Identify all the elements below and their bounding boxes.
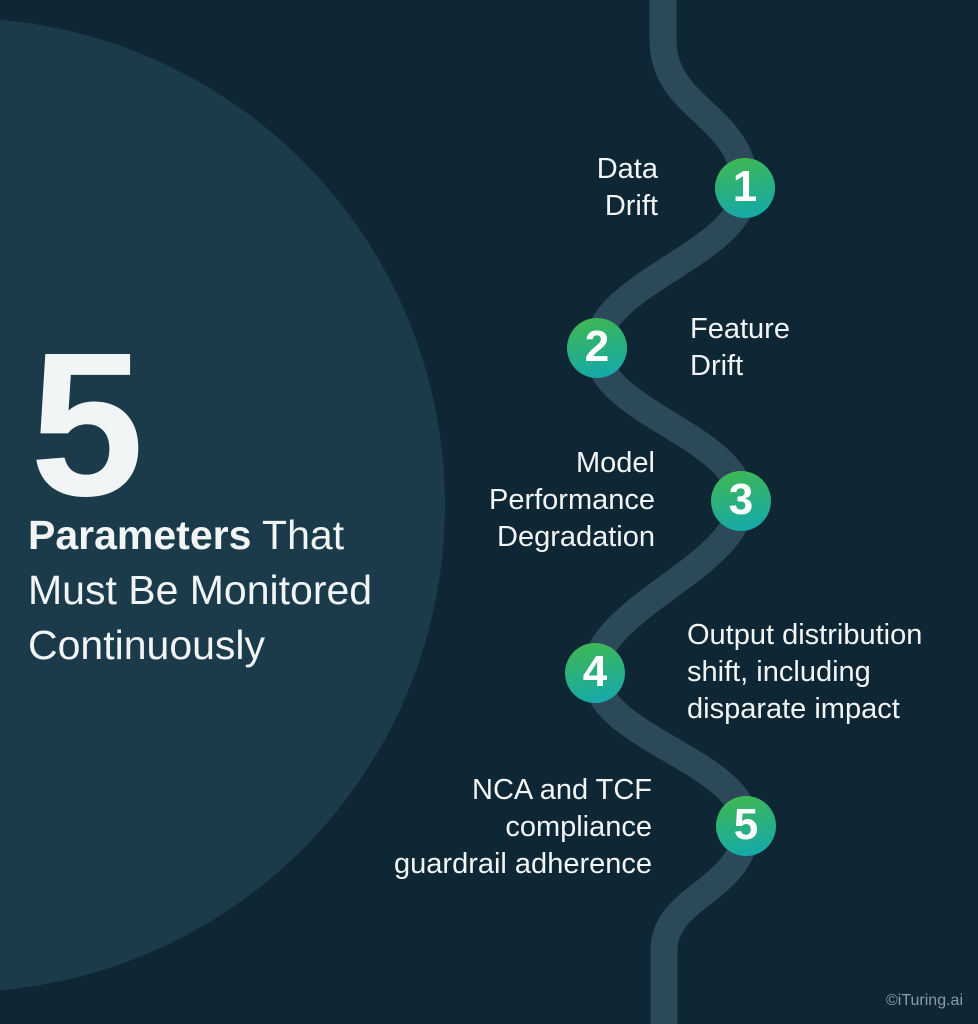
copyright-watermark: ©iTuring.ai [886,992,963,1009]
step-3-number: 3 [728,475,754,524]
step-5-label: NCA and TCF compliance guardrail adheren… [394,774,652,880]
step-1-label: Data Drift [596,153,658,222]
step-5-number: 5 [733,800,759,849]
step-4-label: Output distribution shift, including dis… [687,619,923,725]
step-5-circle: 5 [716,796,776,856]
step-2-circle: 2 [567,318,627,378]
step-4-number: 4 [582,647,608,696]
headline-title-bold-word: Parameters [28,512,252,558]
step-3-circle: 3 [711,471,771,531]
step-2-label: Feature Drift [690,313,790,382]
headline-number: 5 [30,310,145,539]
step-2-number: 2 [584,322,610,371]
headline-title-line3: Continuously [28,622,266,668]
step-1-circle: 1 [715,158,775,218]
headline-title-line1-rest: That [251,512,345,558]
step-4-circle: 4 [565,643,625,703]
headline-title-line2: Must Be Monitored [28,567,373,613]
step-1-number: 1 [732,162,758,211]
step-3-label: Model Performance Degradation [488,447,655,553]
headline-title: Parameters That Must Be Monitored Contin… [28,508,498,673]
